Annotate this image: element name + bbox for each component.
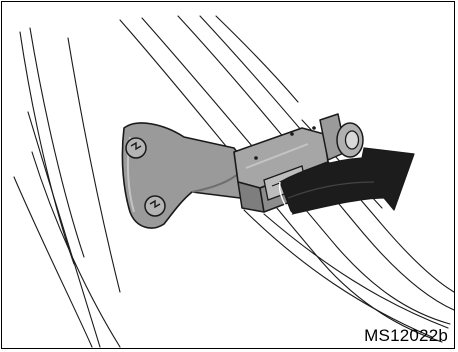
door-hinge-illustration [2, 2, 455, 349]
hinge-pivot-pin [320, 114, 363, 160]
mounting-bolt-upper [126, 138, 146, 158]
figure-code-label: MS12022b [364, 326, 448, 346]
mounting-bolt-lower [145, 196, 165, 216]
